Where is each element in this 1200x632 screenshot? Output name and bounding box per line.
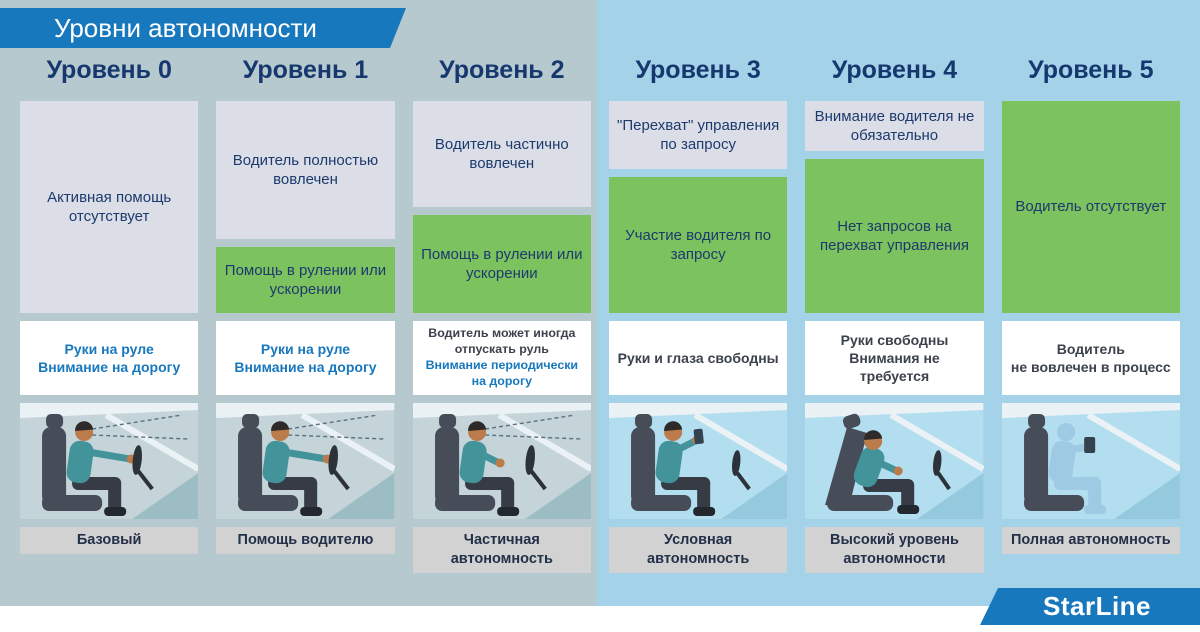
level-footer-label: Частичная автономность	[412, 527, 591, 574]
level-footer-label: Базовый	[20, 527, 199, 555]
driver-figure	[459, 421, 519, 516]
level-title: Уровень 4	[831, 56, 958, 84]
driver-involvement-box: Водитель полностью вовлечен	[216, 101, 395, 239]
level-column-2: Уровень 2 Водитель частично вовлечен Пом…	[412, 56, 591, 574]
seat	[42, 414, 103, 511]
car-interior-scene-icon	[608, 403, 788, 519]
car-interior-scene-icon	[1001, 403, 1180, 519]
level-footer-label: Полная автономность	[1001, 527, 1180, 555]
automation-feature-box: Водитель отсутствует	[1001, 101, 1180, 313]
car-interior-scene-icon	[805, 403, 984, 519]
level-footer-label: Помощь водителю	[216, 527, 395, 555]
car-interior-scene-icon	[412, 403, 591, 519]
ghost-passenger-figure	[1048, 423, 1106, 514]
driver-involvement-box: "Перехват" управления по запросу	[608, 101, 788, 169]
level-footer-label: Высокий уровень автономности	[805, 527, 984, 574]
driver-involvement-box: Активная помощь отсутствует	[20, 101, 199, 313]
level-title: Уровень 2	[439, 56, 565, 84]
driver-involvement-box: Внимание водителя не обязательно	[805, 101, 984, 151]
seat-reclined	[825, 413, 894, 511]
driver-status-box: Руки на руле Внимание на дорогу	[20, 321, 199, 395]
status-line: Внимание на дорогу	[234, 359, 377, 375]
car-interior-scene-icon	[216, 403, 395, 519]
steering-wheel	[132, 445, 154, 491]
status-line: Руки свободны	[840, 331, 949, 348]
level-column-3: Уровень 3 "Перехват" управления по запро…	[608, 56, 788, 574]
driver-status-box: Водитель может иногда отпускать руль Вни…	[412, 321, 591, 395]
seat	[434, 414, 495, 511]
level-column-1: Уровень 1 Водитель полностью вовлечен По…	[216, 56, 395, 573]
driver-status-box: Руки и глаза свободны	[608, 321, 788, 395]
level-title: Уровень 3	[635, 56, 761, 84]
driver-figure	[854, 430, 920, 514]
status-line: Руки на руле	[64, 340, 154, 357]
driver-figure	[655, 421, 716, 516]
automation-feature-box: Помощь в рулении или ускорении	[412, 215, 591, 313]
driver-illustration	[805, 403, 984, 519]
driver-figure	[66, 421, 136, 516]
description-stack: Внимание водителя не обязательно Нет зап…	[805, 101, 984, 313]
driver-illustration	[216, 403, 395, 519]
status-line: Внимания не требуется	[849, 349, 940, 385]
level-title: Уровень 5	[1028, 56, 1154, 84]
status-line: Водитель	[1056, 340, 1125, 357]
driver-involvement-box: Водитель частично вовлечен	[412, 101, 591, 207]
steering-wheel	[328, 445, 351, 491]
driver-illustration	[1001, 403, 1180, 519]
car-interior-scene-icon	[20, 403, 199, 519]
level-title: Уровень 0	[46, 56, 172, 84]
status-line: Руки на руле	[260, 340, 351, 357]
automation-feature-box: Помощь в рулении или ускорении	[216, 247, 395, 313]
brand-logo: StarLine	[1042, 591, 1152, 621]
level-title: Уровень 1	[242, 56, 369, 84]
steering-wheel	[732, 450, 751, 491]
tablet-icon	[1083, 437, 1095, 453]
description-stack: Водитель отсутствует	[1001, 101, 1180, 313]
description-stack: "Перехват" управления по запросу Участие…	[608, 101, 788, 313]
driver-illustration	[608, 403, 788, 519]
seat	[238, 414, 299, 511]
description-stack: Водитель полностью вовлечен Помощь в рул…	[216, 101, 395, 313]
steering-wheel	[933, 450, 952, 491]
seat	[631, 414, 692, 511]
page-title: Уровни автономности	[54, 13, 317, 43]
driver-status-box: Руки на руле Внимание на дорогу	[216, 321, 395, 395]
status-line: Внимание на дорогу	[38, 359, 181, 375]
automation-feature-box: Нет запросов на перехват управления	[805, 159, 984, 313]
level-column-0: Уровень 0 Активная помощь отсутствует Ру…	[20, 56, 199, 573]
automation-feature-box: Участие водителя по запросу	[608, 177, 788, 313]
status-line: Внимание периодически на дорогу	[425, 358, 579, 388]
level-footer-label: Условная автономность	[608, 527, 788, 574]
description-stack: Водитель частично вовлечен Помощь в руле…	[412, 101, 591, 313]
brand-banner: StarLine	[980, 588, 1200, 625]
background-panels	[0, 0, 1200, 606]
driver-illustration	[412, 403, 591, 519]
status-line: не вовлечен в процесс	[1010, 359, 1171, 375]
driver-illustration	[20, 403, 199, 519]
driver-status-box: Руки свободны Внимания не требуется	[805, 321, 984, 395]
status-line: Руки и глаза свободны	[617, 349, 779, 366]
status-line: Водитель может иногда отпускать руль	[428, 326, 576, 357]
steering-wheel	[525, 445, 547, 491]
level-column-5: Уровень 5 Водитель отсутствует Водитель …	[1001, 56, 1180, 573]
seat	[1023, 414, 1084, 511]
levels-row: Уровень 0 Активная помощь отсутствует Ру…	[0, 56, 1200, 574]
driver-status-box: Водитель не вовлечен в процесс	[1001, 321, 1180, 395]
description-stack: Активная помощь отсутствует	[20, 101, 199, 313]
driver-figure	[262, 421, 333, 516]
page-title-banner: Уровни автономности	[0, 8, 406, 48]
level-column-4: Уровень 4 Внимание водителя не обязатель…	[805, 56, 984, 574]
phone-icon	[693, 428, 704, 445]
